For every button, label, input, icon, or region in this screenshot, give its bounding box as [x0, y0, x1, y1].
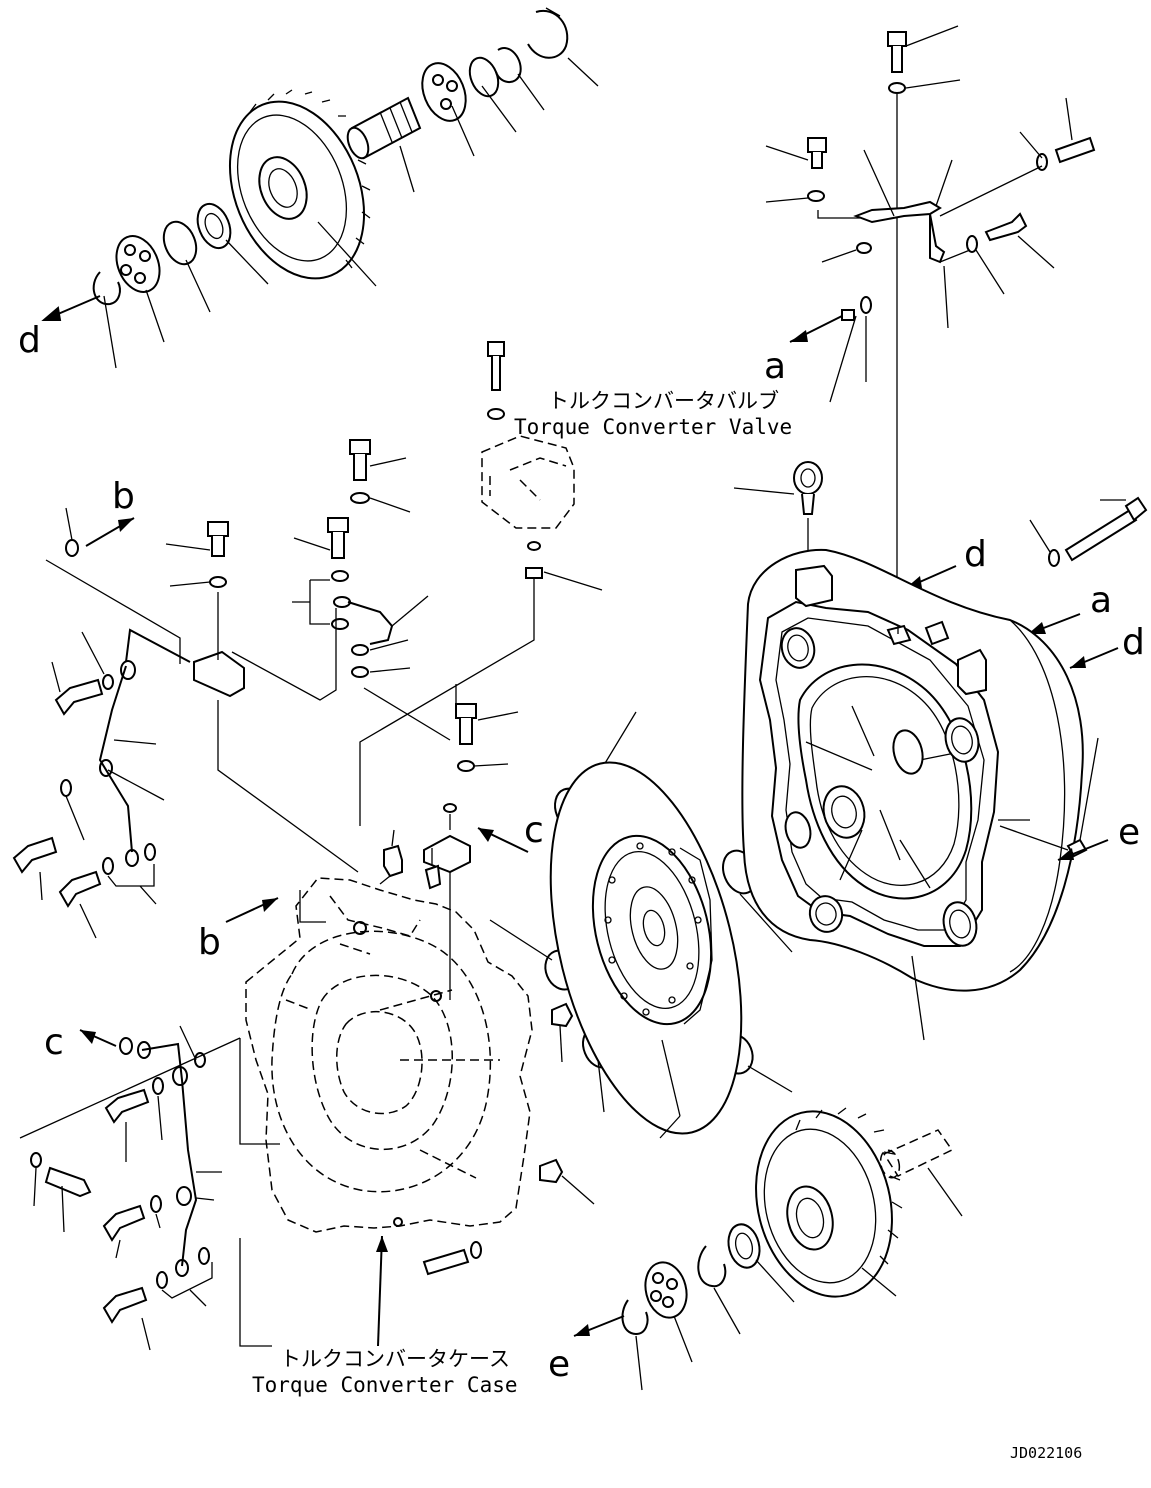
ref-b-left: b: [112, 476, 135, 517]
drawing-code: JD022106: [1010, 1444, 1082, 1462]
ref-a-top-right: a: [764, 346, 786, 387]
case-label-en: Torque Converter Case: [252, 1373, 518, 1397]
ref-a-housing: a: [1090, 580, 1112, 621]
center-block-assembly: [363, 684, 529, 1000]
right-housing: [733, 461, 1148, 1041]
text-labels: トルクコンバータバルブ Torque Converter Valve トルクコン…: [18, 320, 1145, 1462]
torque-converter-case: [225, 877, 533, 1347]
bottom-gear-assembly: [573, 1107, 963, 1391]
valve-label-jp: トルクコンバータバルブ: [548, 389, 779, 413]
left-piping-assembly: [12, 439, 429, 939]
case-label-jp: トルクコンバータケース: [280, 1347, 510, 1371]
ref-d-top-left: d: [18, 320, 41, 361]
ref-e-bottom: e: [548, 1344, 570, 1385]
valve-label-en: Torque Converter Valve: [514, 415, 792, 439]
top-gear-assembly: [41, 7, 599, 369]
ref-c-center: c: [524, 810, 544, 851]
torque-converter-valve: [359, 341, 603, 826]
ref-d-housing-right: d: [1122, 622, 1145, 663]
ref-c-left: c: [44, 1022, 64, 1063]
ref-b-case: b: [198, 922, 221, 963]
lower-left-piping: [19, 1025, 241, 1351]
top-right-hardware: [765, 25, 1096, 634]
ref-d-housing-top: d: [964, 534, 987, 575]
impeller-plate: [422, 711, 793, 1276]
ref-e-right: e: [1118, 812, 1140, 853]
